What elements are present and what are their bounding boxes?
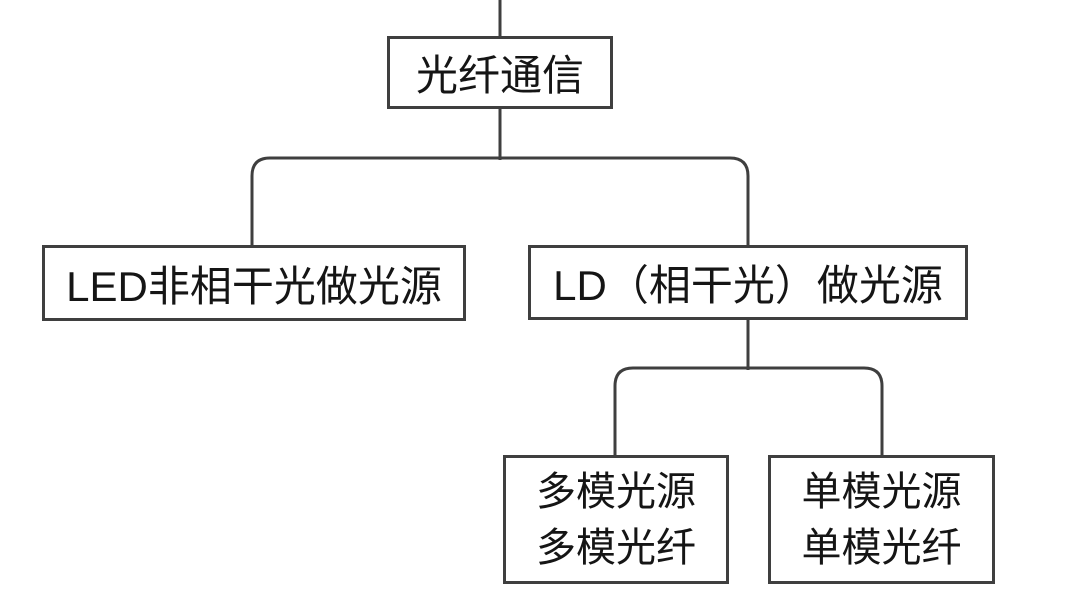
connector-level1-bracket (250, 156, 750, 246)
node-fiber-communication-label: 光纤通信 (415, 52, 584, 99)
node-singlemode-line1: 单模光源 (801, 469, 962, 514)
node-ld-coherent-source-label: LD（相干光）做光源 (553, 262, 943, 309)
node-multimode: 多模光源 多模光纤 (503, 455, 729, 584)
connector-level2-bracket (613, 366, 884, 456)
node-singlemode-line2: 单模光纤 (801, 525, 962, 570)
node-ld-coherent-source: LD（相干光）做光源 (528, 245, 968, 320)
node-singlemode: 单模光源 单模光纤 (768, 455, 995, 584)
node-fiber-communication: 光纤通信 (387, 36, 613, 109)
node-multimode-line2: 多模光纤 (536, 525, 696, 570)
node-led-incoherent-source: LED非相干光做光源 (42, 245, 466, 321)
node-led-incoherent-source-label: LED非相干光做光源 (66, 262, 442, 310)
node-multimode-line1: 多模光源 (536, 469, 696, 514)
